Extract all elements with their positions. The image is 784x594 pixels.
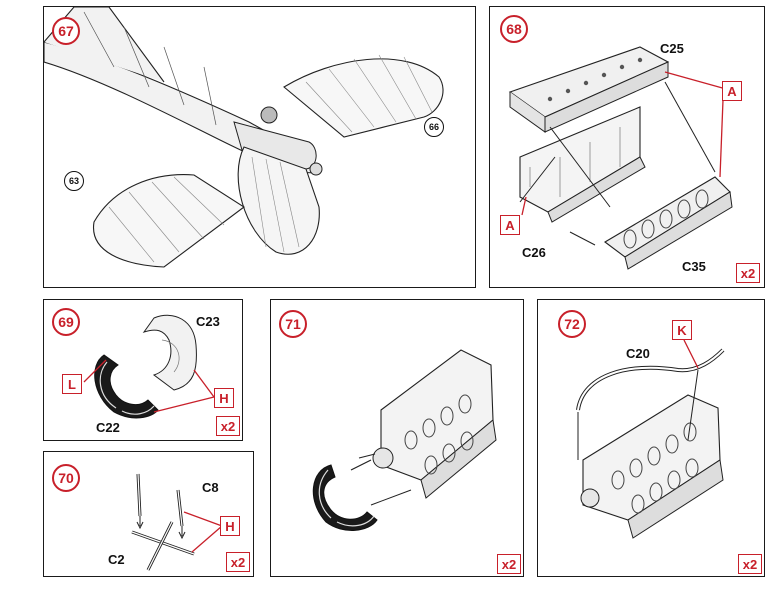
fuselage-tail-illustration [44,7,444,268]
step-number-badge: 67 [52,17,80,45]
part-reference-66: 66 [424,117,444,137]
step-number-badge: 71 [279,310,307,338]
step-number-badge: 70 [52,464,80,492]
step-68-panel: 68 C25 C26 C35 A A x2 [489,6,765,288]
part-label-c20: C20 [626,346,650,361]
marker-tag-a-right: A [722,81,742,101]
engine-with-shroud-illustration [312,349,497,531]
part-label-c2: C2 [108,552,125,567]
marker-tag-h: H [214,388,234,408]
support-struts-illustration [131,473,223,571]
step-number-badge: 72 [558,310,586,338]
quantity-badge: x2 [226,552,250,572]
engine-with-pipe-illustration [576,339,725,539]
marker-tag-a-left: A [500,215,520,235]
step-70-panel: 70 C8 C2 H x2 [43,451,254,577]
step-69-panel: 69 C23 C22 L H x2 [43,299,243,441]
step-71-panel: 71 x2 [270,299,524,577]
marker-tag-k: K [672,320,692,340]
part-label-c8: C8 [202,480,219,495]
part-label-c26: C26 [522,245,546,260]
step-72-panel: 72 C20 K x2 [537,299,765,577]
step-number-badge: 69 [52,308,80,336]
step-number-badge: 68 [500,15,528,43]
part-reference-63: 63 [64,171,84,191]
step-67-panel: 67 66 63 [43,6,476,288]
engine-block-assembly-illustration [508,46,733,270]
quantity-badge: x2 [736,263,760,283]
exhaust-shroud-illustration [83,314,215,419]
marker-tag-l: L [62,374,82,394]
part-label-c35: C35 [682,259,706,274]
quantity-badge: x2 [497,554,521,574]
part-label-c25: C25 [660,41,684,56]
part-label-c23: C23 [196,314,220,329]
part-label-c22: C22 [96,420,120,435]
quantity-badge: x2 [216,416,240,436]
marker-tag-h: H [220,516,240,536]
quantity-badge: x2 [738,554,762,574]
